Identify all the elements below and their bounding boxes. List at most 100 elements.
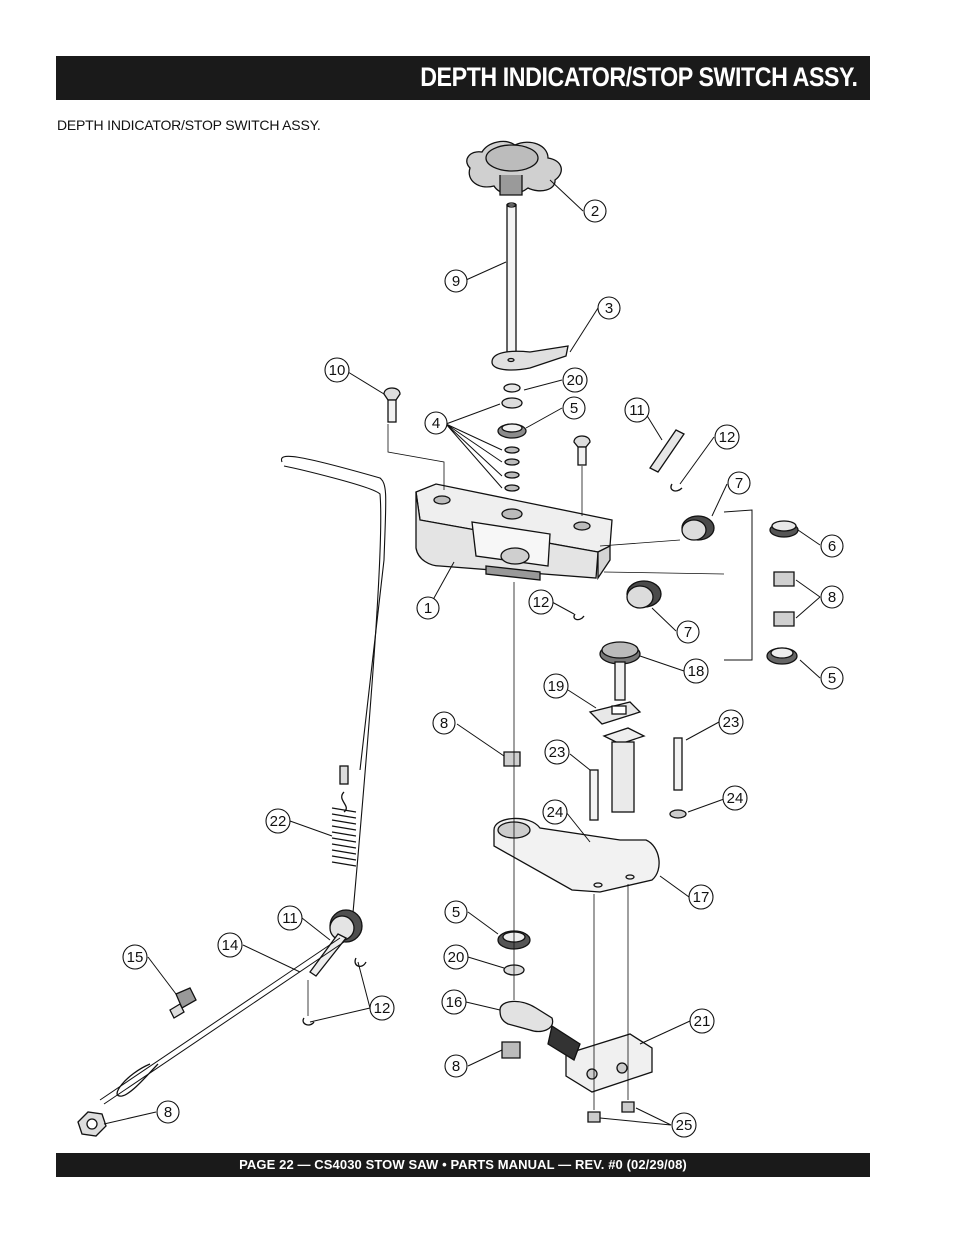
callout-number: 20 — [567, 372, 584, 389]
callout-circle — [597, 296, 621, 320]
callout-number: 9 — [452, 273, 460, 290]
callout-number: 7 — [735, 475, 743, 492]
adjust-knob-part — [599, 641, 641, 701]
callout-number: 6 — [828, 538, 836, 555]
cable-14-part — [99, 937, 345, 1105]
callout-number: 12 — [533, 594, 550, 611]
callout-circle — [727, 471, 751, 495]
callout-number: 8 — [452, 1058, 460, 1075]
wheel-7-lower — [626, 580, 662, 609]
nut-8-part — [77, 1111, 107, 1137]
pulley-part — [309, 909, 363, 977]
figure-caption: DEPTH INDICATOR/STOP SWITCH ASSY. — [57, 117, 321, 133]
callout-circle — [443, 944, 469, 970]
callout-number: 5 — [452, 904, 460, 921]
bolt-23-part — [673, 737, 683, 791]
indicator-plate-part — [491, 345, 569, 371]
callout-number: 10 — [329, 362, 346, 379]
callout-circle — [562, 367, 588, 393]
nut-25-part — [587, 1111, 601, 1123]
callout-circle — [820, 534, 844, 558]
spring-22-part — [331, 765, 357, 867]
screw-10-part — [383, 387, 401, 423]
callout-number: 8 — [828, 589, 836, 606]
callout-number: 20 — [448, 949, 465, 966]
footer-text: PAGE 22 — CS4030 STOW SAW • PARTS MANUAL… — [239, 1157, 687, 1172]
callout-circle — [689, 1008, 715, 1034]
callout-circle — [122, 944, 148, 970]
callout-number: 24 — [727, 790, 744, 807]
slider-post-part — [602, 727, 646, 813]
footer-bar: PAGE 22 — CS4030 STOW SAW • PARTS MANUAL… — [56, 1153, 870, 1177]
slide-bracket-part — [588, 701, 642, 725]
callout-number: 23 — [723, 714, 740, 731]
leader-lines — [103, 179, 821, 1126]
callout-circle — [265, 808, 291, 834]
callout-circle — [324, 357, 350, 383]
callout-number: 12 — [374, 1000, 391, 1017]
callout-circle — [369, 995, 395, 1021]
callout-circle — [424, 411, 448, 435]
callout-number: 11 — [629, 402, 645, 419]
callout-circle — [544, 739, 570, 765]
callout-circle — [688, 884, 714, 910]
callout-circle — [722, 785, 748, 811]
callout-circle — [444, 900, 468, 924]
callout-circle — [156, 1100, 180, 1124]
callout-number: 2 — [591, 203, 599, 220]
callout-circle — [217, 932, 243, 958]
callout-number: 24 — [547, 804, 564, 821]
callout-circle — [432, 711, 456, 735]
callout-number: 12 — [719, 429, 736, 446]
callout-circle — [416, 596, 440, 620]
bolt-23-part — [589, 769, 599, 821]
callout-circle — [683, 658, 709, 684]
callout-circle — [624, 397, 650, 423]
callout-number: 23 — [549, 744, 566, 761]
stop-switch-part — [547, 1024, 653, 1093]
callout-number: 21 — [694, 1013, 711, 1030]
nut-25-part — [621, 1101, 635, 1113]
callout-number: 7 — [684, 624, 692, 641]
callout-number: 25 — [676, 1117, 693, 1134]
callout-number: 17 — [693, 889, 710, 906]
cam-part — [499, 1000, 554, 1033]
callout-number: 19 — [548, 678, 565, 695]
callout-number: 5 — [828, 670, 836, 687]
header-bar: DEPTH INDICATOR/STOP SWITCH ASSY. — [56, 56, 870, 100]
page-title: DEPTH INDICATOR/STOP SWITCH ASSY. — [420, 62, 859, 92]
knob-part — [466, 140, 562, 196]
washer-24-part — [669, 809, 687, 819]
cable-part — [280, 455, 387, 925]
callout-circle — [820, 585, 844, 609]
callout-circle — [671, 1112, 697, 1138]
main-bracket-part — [415, 483, 613, 581]
fitting-15-part — [169, 987, 197, 1019]
callout-circle — [528, 589, 554, 615]
screw-part — [573, 435, 591, 466]
nut-part — [501, 1041, 521, 1059]
callout-circle — [441, 989, 467, 1015]
callout-circle — [444, 1054, 468, 1078]
cable-loop — [116, 1063, 159, 1097]
callout-number: 22 — [270, 813, 287, 830]
callout-circle — [444, 269, 468, 293]
callout-number: 4 — [432, 415, 440, 432]
pin-11-part — [649, 429, 685, 473]
callout-number: 15 — [127, 949, 144, 966]
callout-number: 5 — [570, 400, 578, 417]
callout-circle — [583, 199, 607, 223]
callout-circle — [542, 799, 568, 825]
callout-circle — [718, 709, 744, 735]
callout-number: 8 — [164, 1104, 172, 1121]
nut-part — [503, 751, 521, 767]
callout-number: 3 — [605, 300, 613, 317]
clip-part — [573, 613, 585, 621]
callout-number: 11 — [282, 910, 298, 927]
callout-number: 16 — [446, 994, 463, 1011]
callout-circle — [820, 666, 844, 690]
shaft-part — [506, 202, 517, 356]
callout-circle — [714, 424, 740, 450]
callout-number: 1 — [424, 600, 432, 617]
